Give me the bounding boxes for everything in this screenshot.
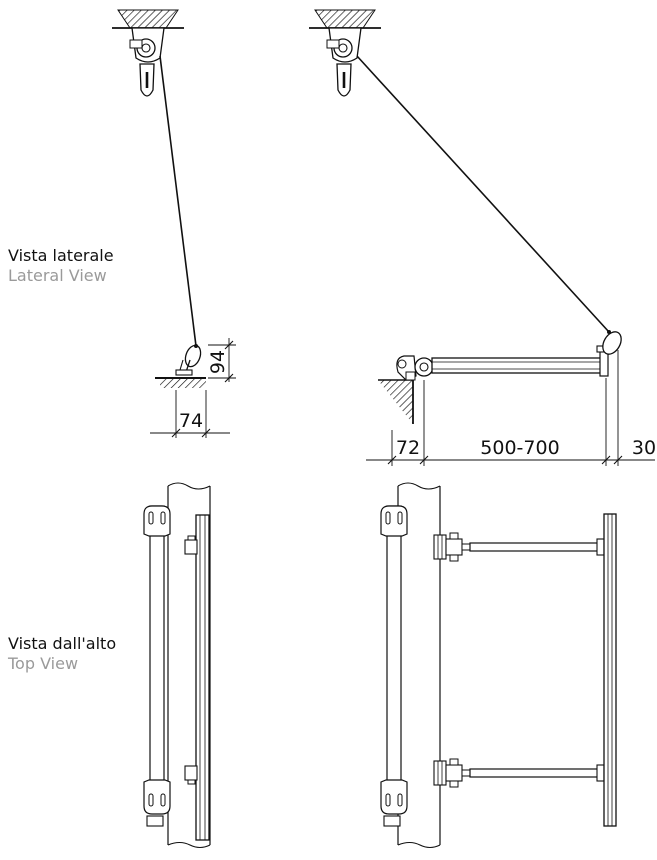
top-view-label: Vista dall'alto Top View <box>8 634 116 674</box>
top-view-closed <box>143 482 211 849</box>
lateral-view-closed: 94 74 <box>110 8 236 438</box>
lateral-view-extended: 72 500-700 30 <box>307 8 656 466</box>
top-view-extended <box>380 482 617 849</box>
top-view-label-it: Vista dall'alto <box>8 634 117 653</box>
top-view-label-en: Top View <box>8 654 79 673</box>
lateral-view-label-en: Lateral View <box>8 266 107 285</box>
dim-extension: 500-700 <box>480 437 559 459</box>
tension-cable-extended <box>356 55 610 333</box>
dim-height-closed: 94 <box>207 350 229 374</box>
tension-cable-closed <box>159 55 197 347</box>
dim-tip: 30 <box>632 437 656 459</box>
dim-depth-closed: 74 <box>179 410 203 432</box>
dim-wall-offset: 72 <box>396 437 420 459</box>
lateral-view-label-it: Vista laterale <box>8 246 114 265</box>
lateral-view-label: Vista laterale Lateral View <box>8 246 114 286</box>
